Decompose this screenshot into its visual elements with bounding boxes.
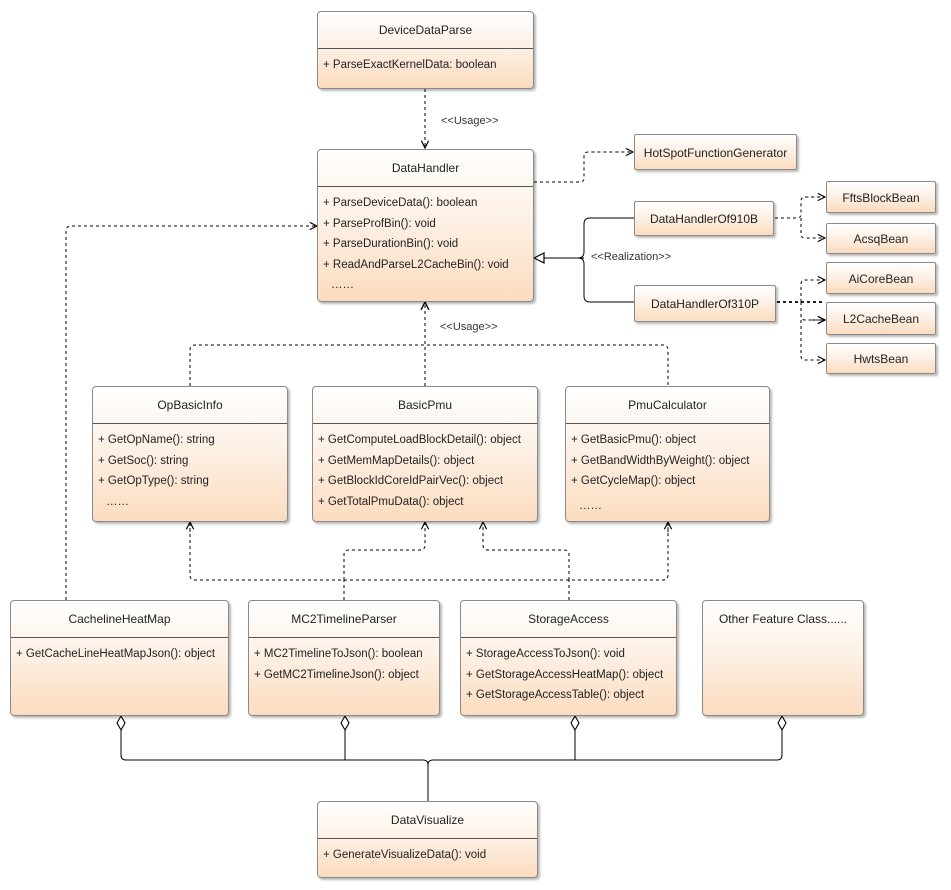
- class-member: + StorageAccessToJson(): void: [466, 648, 625, 660]
- class-member: + GetTotalPmuData(): object: [318, 495, 464, 508]
- class-member: + GetBlockIdCoreIdPairVec(): object: [318, 475, 504, 487]
- class-cacheline-heat-map[interactable]: CachelineHeatMap + GetCacheLineHeatMapJs…: [10, 600, 229, 716]
- usage-label-top: <<Usage>>: [441, 115, 499, 127]
- class-name: MC2TimelineParser: [249, 601, 439, 638]
- class-member: + ParseDeviceData(): boolean: [323, 197, 478, 209]
- class-name: DataVisualize: [318, 802, 537, 839]
- class-name: BasicPmu: [313, 387, 537, 424]
- box-ai-core-bean[interactable]: AiCoreBean: [826, 262, 936, 294]
- usage-edge-cacheline: [65, 226, 317, 600]
- class-member: + GetBandWidthByWeight(): object: [571, 454, 750, 467]
- class-member: + MC2TimelineToJson(): boolean: [254, 648, 423, 660]
- box-acsq-bean[interactable]: AcsqBean: [826, 223, 936, 254]
- realization-edge-310p: [577, 257, 634, 303]
- class-member-ellipsis: ……: [331, 279, 354, 291]
- class-name: Other Feature Class......: [718, 612, 848, 626]
- usage-edge-hotspot: [534, 152, 633, 183]
- class-member: + ParseProfBin(): void: [323, 217, 436, 230]
- class-member: + GenerateVisualizeData(): void: [323, 849, 487, 861]
- usage-edge-middle: [189, 344, 669, 386]
- class-member: + GetMC2TimelineJson(): object: [254, 668, 419, 681]
- class-member: + GetSoc(): string: [98, 454, 189, 467]
- class-mc2-timeline-parser[interactable]: MC2TimelineParser + MC2TimelineToJson():…: [248, 600, 440, 716]
- class-name: DeviceDataParse: [318, 12, 533, 49]
- class-member: + GetMemMapDetails(): object: [318, 454, 475, 467]
- class-name: CachelineHeatMap: [11, 601, 228, 638]
- class-member: + GetComputeLoadBlockDetail(): object: [318, 434, 521, 446]
- class-pmu-calculator[interactable]: PmuCalculator + GetBasicPmu(): object + …: [565, 386, 770, 522]
- usage-edge-910b-beans: [775, 196, 825, 219]
- class-member: + GetCycleMap(): object: [571, 475, 696, 487]
- class-basic-pmu[interactable]: BasicPmu + GetComputeLoadBlockDetail(): …: [312, 386, 538, 522]
- class-data-handler[interactable]: DataHandler + ParseDeviceData(): boolean…: [317, 149, 534, 302]
- class-name: DataHandler: [318, 150, 533, 187]
- class-storage-access[interactable]: StorageAccess + StorageAccessToJson(): v…: [460, 600, 677, 716]
- realization-label: <<Realization>>: [591, 251, 672, 263]
- class-member: + GetBasicPmu(): object: [571, 434, 696, 446]
- class-member: + GetOpName(): string: [98, 434, 215, 446]
- class-member-ellipsis: ……: [579, 499, 602, 512]
- class-data-visualize[interactable]: DataVisualize + GenerateVisualizeData():…: [317, 801, 538, 878]
- box-l2-cache-bean[interactable]: L2CacheBean: [826, 302, 936, 335]
- class-member: + GetCacheLineHeatMapJson(): object: [16, 648, 216, 660]
- usage-label-middle: <<Usage>>: [440, 321, 498, 333]
- class-op-basic-info[interactable]: OpBasicInfo + GetOpName(): string + GetS…: [92, 386, 288, 522]
- class-device-data-parse[interactable]: DeviceDataParse + ParseExactKernelData: …: [317, 11, 534, 89]
- class-member: + ParseDurationBin(): void: [323, 238, 459, 250]
- box-data-handler-of-310p[interactable]: DataHandlerOf310P: [634, 285, 776, 322]
- class-other-feature[interactable]: Other Feature Class......: [702, 600, 864, 716]
- class-member: + ReadAndParseL2CacheBin(): void: [323, 258, 509, 271]
- box-data-handler-of-910b[interactable]: DataHandlerOf910B: [634, 201, 774, 236]
- class-member-ellipsis: ……: [106, 495, 129, 508]
- aggregation-edge: [427, 716, 782, 801]
- realization-edge-910b: [577, 217, 634, 259]
- class-name: StorageAccess: [461, 601, 676, 638]
- box-hwts-bean[interactable]: HwtsBean: [826, 343, 936, 374]
- class-member: + GetStorageAccessTable(): object: [466, 689, 645, 701]
- class-name: OpBasicInfo: [93, 387, 287, 424]
- class-member: + GetStorageAccessHeatMap(): object: [466, 668, 664, 681]
- class-member: + ParseExactKernelData: boolean: [323, 59, 497, 71]
- box-hot-spot-function-generator[interactable]: HotSpotFunctionGenerator: [634, 134, 797, 170]
- class-member: + GetOpType(): string: [98, 475, 209, 487]
- box-ffts-block-bean[interactable]: FftsBlockBean: [826, 181, 936, 213]
- class-name: PmuCalculator: [566, 387, 769, 424]
